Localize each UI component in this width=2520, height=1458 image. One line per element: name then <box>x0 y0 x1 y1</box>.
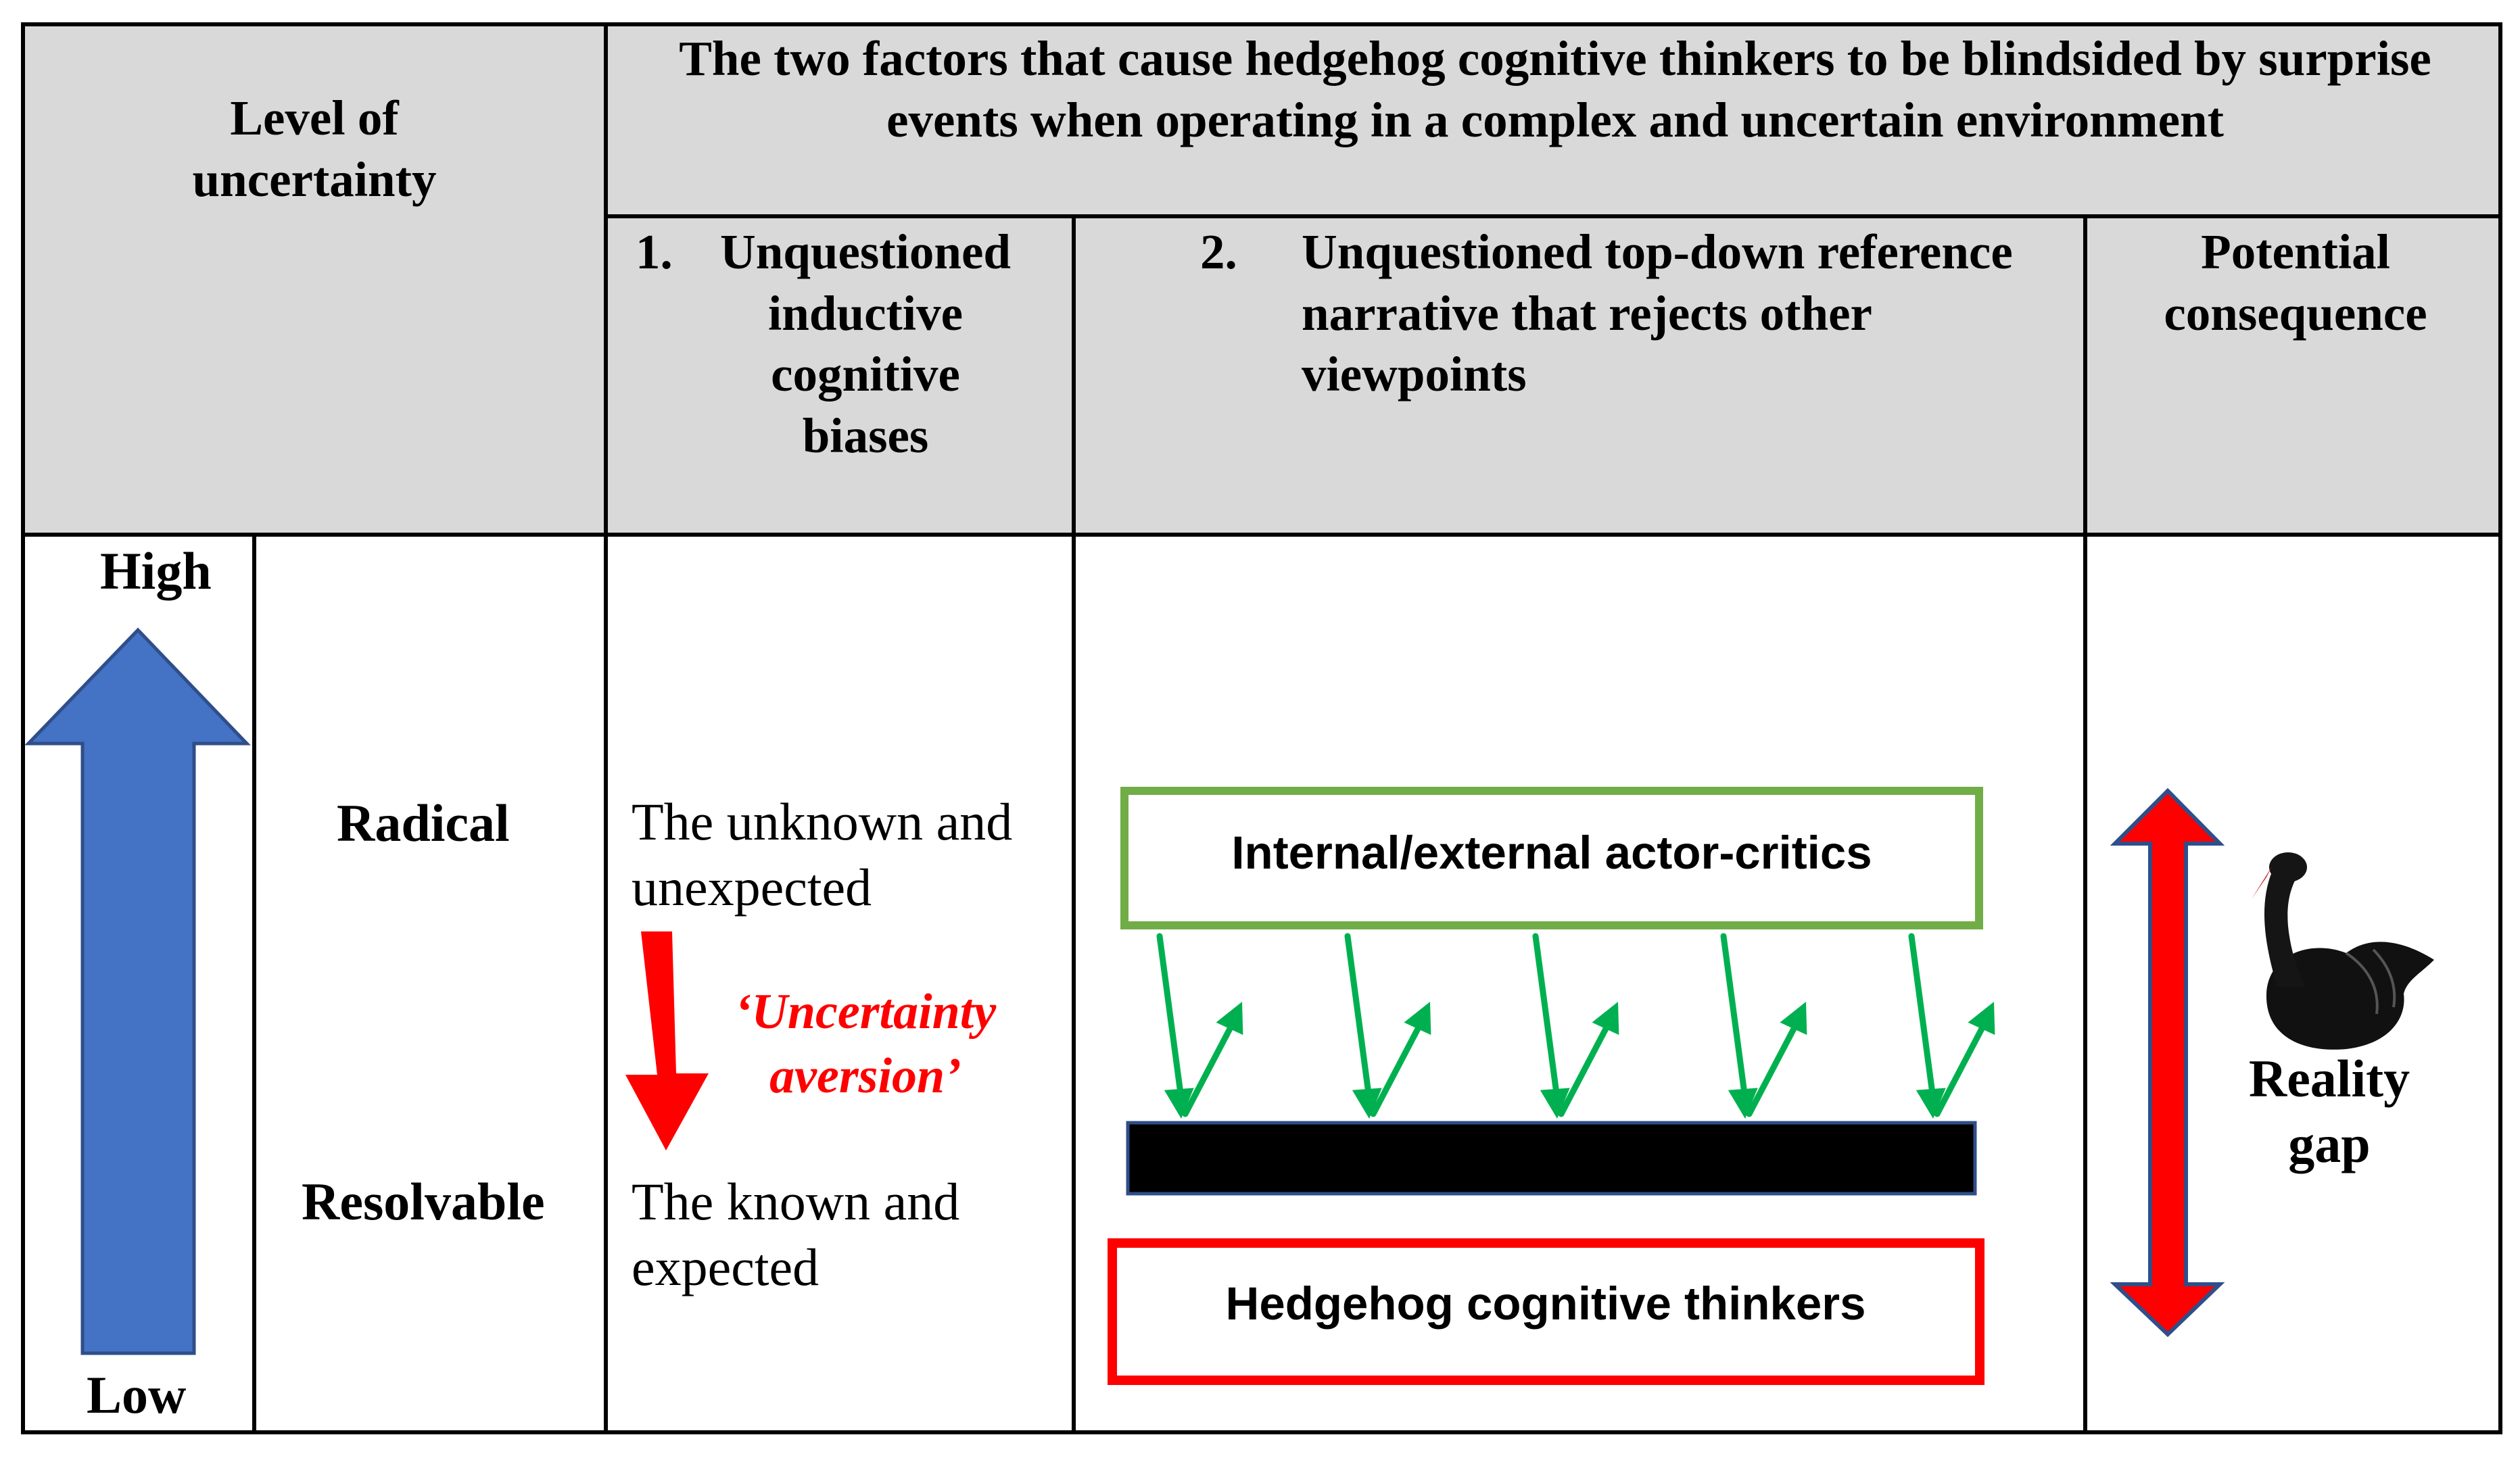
deflected-critique-stroke <box>1370 1024 1422 1117</box>
reality-gap-label: Reality gap <box>2248 1049 2410 1173</box>
factor-2-number: 2. <box>1200 224 1237 279</box>
deflected-critique-arrowhead <box>1780 1002 1807 1036</box>
black-swan-icon <box>2252 852 2434 1050</box>
radical-label: Radical <box>337 794 510 852</box>
potential-consequence-header: Potential consequence <box>2164 224 2427 341</box>
deflection-arrow <box>1720 933 1807 1119</box>
incoming-critique-stroke <box>1908 933 1935 1092</box>
factor-2-header: 2. Unquestioned top-down reference narra… <box>1197 222 2076 406</box>
resolvable-label: Resolvable <box>302 1172 545 1231</box>
deflected-critique-arrowhead <box>1404 1002 1431 1036</box>
deflection-arrow <box>1908 933 1995 1119</box>
incoming-critique-stroke <box>1532 933 1559 1092</box>
unknown-unexpected-text: The unknown and unexpected <box>632 792 1013 917</box>
deflected-critique-stroke <box>1746 1024 1798 1117</box>
main-title: The two factors that cause hedgehog cogn… <box>679 31 2431 147</box>
deflection-arrow <box>1156 933 1243 1119</box>
level-of-uncertainty-header: Level of uncertainty <box>192 91 437 207</box>
hedgehog-thinkers-label: Hedgehog cognitive thinkers <box>1225 1278 1866 1330</box>
deflected-critique-stroke <box>1558 1024 1610 1117</box>
low-label: Low <box>87 1365 187 1424</box>
incoming-critique-arrowhead <box>1916 1088 1946 1119</box>
factor-1-number: 1. <box>636 224 673 279</box>
deflection-arrows <box>1156 933 1995 1119</box>
factor-2-label: Unquestioned top-down reference narrativ… <box>1302 224 2013 402</box>
uncertainty-aversion-text: ‘Uncertainty aversion’ <box>734 984 997 1104</box>
deflection-arrow <box>1532 933 1619 1119</box>
incoming-critique-stroke <box>1720 933 1747 1092</box>
incoming-critique-arrowhead <box>1164 1088 1194 1119</box>
hedgehog-thinkers-box <box>1108 1238 1984 1385</box>
deflection-arrow <box>1344 933 1431 1119</box>
deflected-critique-stroke <box>1182 1024 1234 1117</box>
actor-critics-box <box>1120 787 1983 929</box>
uncertainty-scale-arrow <box>24 627 251 1355</box>
table-border <box>21 22 2502 1434</box>
factor-1-label: Unquestioned inductive cognitive biases <box>719 224 1011 463</box>
uncertainty-aversion-arrow <box>625 931 709 1150</box>
high-label: High <box>100 541 212 600</box>
deflected-critique-stroke <box>1934 1024 1986 1117</box>
known-expected-text: The known and expected <box>632 1172 960 1296</box>
actor-critics-label: Internal/external actor-critics <box>1231 827 1872 879</box>
factor-1-header: 1. Unquestioned inductive cognitive bias… <box>632 222 1065 466</box>
deflected-critique-arrowhead <box>1968 1002 1995 1036</box>
incoming-critique-arrowhead <box>1728 1088 1758 1119</box>
deflected-critique-arrowhead <box>1216 1002 1243 1036</box>
incoming-critique-stroke <box>1344 933 1371 1092</box>
reality-gap-arrow <box>2110 787 2225 1338</box>
incoming-critique-arrowhead <box>1352 1088 1382 1119</box>
uncertainty-header-background <box>23 24 606 535</box>
narrative-barrier <box>1126 1121 1977 1196</box>
incoming-critique-arrowhead <box>1540 1088 1570 1119</box>
incoming-critique-stroke <box>1156 933 1183 1092</box>
deflected-critique-arrowhead <box>1592 1002 1619 1036</box>
